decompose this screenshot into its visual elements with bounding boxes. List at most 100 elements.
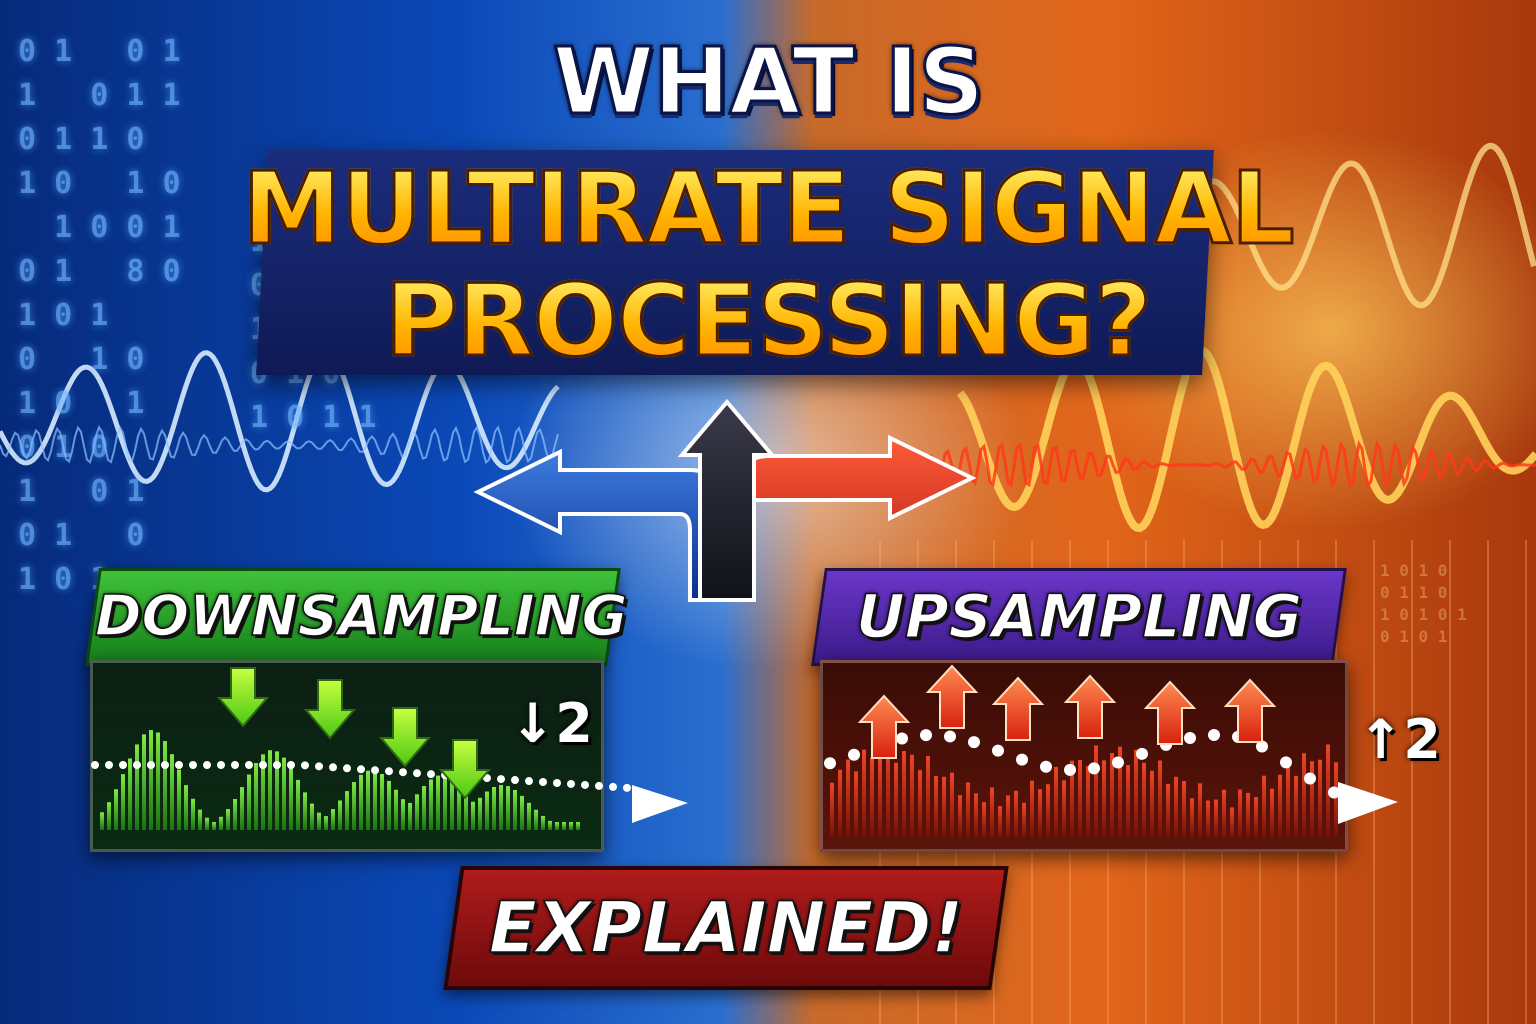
sample-dot [91, 761, 99, 769]
binary-digits-decoration: 0 1 0 1 1 0 1 1 0 1 1 0 1 0 1 0 1 0 0 1 … [18, 34, 181, 597]
sample-dot [189, 761, 197, 769]
signal-bar [1286, 765, 1290, 838]
sample-dot [525, 777, 533, 786]
signal-bar [1206, 800, 1210, 838]
signal-bar [170, 754, 174, 830]
signal-bar [942, 776, 946, 838]
signal-bar [492, 786, 496, 830]
sample-dot [133, 761, 141, 769]
signal-bar [394, 789, 398, 830]
sample-dot [385, 767, 393, 776]
signal-bar [226, 809, 230, 830]
sample-dot [273, 761, 281, 769]
signal-bar [450, 778, 454, 830]
signal-bar [205, 817, 209, 830]
signal-bar [352, 782, 356, 830]
signal-bar [1062, 780, 1066, 838]
signal-bar [121, 774, 125, 830]
signal-bar [1190, 798, 1194, 838]
signal-bar [163, 741, 167, 830]
signal-bar [429, 779, 433, 830]
arrow-up-icon [1143, 680, 1197, 745]
sample-dot [413, 769, 421, 778]
title-line-2: MULTIRATE SIGNAL [0, 149, 1536, 269]
signal-bar [1198, 783, 1202, 838]
signal-bar [387, 780, 391, 830]
sample-dot [343, 764, 351, 773]
signal-bar [1302, 753, 1306, 838]
time-axis-arrow [632, 785, 688, 823]
signal-bar [576, 822, 580, 830]
sample-dot [944, 730, 956, 743]
signal-bar [870, 757, 874, 838]
sample-dot [497, 775, 505, 784]
signal-bar [520, 795, 524, 830]
signal-bar [135, 744, 139, 830]
signal-bar [1150, 770, 1154, 838]
sample-dot [287, 761, 295, 769]
signal-bar [275, 751, 279, 830]
sample-dot [920, 729, 932, 742]
sample-dot [175, 761, 183, 769]
signal-bar [485, 791, 489, 830]
binary-digits-decoration-warm: 1 0 1 0 0 1 1 0 1 0 1 0 1 0 1 0 1 [1380, 561, 1467, 646]
arrow-down-icon [378, 707, 432, 768]
signal-bar [254, 762, 258, 830]
sample-dot [609, 782, 617, 791]
sample-dot [105, 761, 113, 769]
sample-dot [595, 781, 603, 790]
signal-bar [886, 743, 890, 838]
sample-dot [301, 761, 309, 770]
arrow-up-icon [1223, 678, 1277, 743]
signal-bar [1222, 789, 1226, 838]
title-line-1: WHAT IS [551, 27, 986, 137]
sample-dot [1280, 756, 1292, 769]
signal-bar [878, 758, 882, 838]
explained-banner: EXPLAINED! [443, 866, 1009, 990]
sample-dot [231, 761, 239, 769]
arrow-up-icon [925, 664, 979, 729]
signal-bar [982, 802, 986, 838]
sample-dot [896, 732, 908, 745]
sample-dot [119, 761, 127, 769]
signal-bar [401, 799, 405, 830]
signal-bar [247, 774, 251, 830]
signal-bar [1294, 775, 1298, 838]
signal-bar [1270, 788, 1274, 838]
signal-bar [1174, 776, 1178, 838]
signal-bar [142, 734, 146, 830]
signal-bar [282, 757, 286, 830]
signal-bar [268, 750, 272, 830]
sample-dot [968, 736, 980, 749]
signal-bar [366, 770, 370, 830]
sample-dot [553, 778, 561, 787]
signal-bar [1022, 802, 1026, 838]
sample-dot [371, 766, 379, 775]
signal-bar [1166, 783, 1170, 838]
signal-bar [233, 799, 237, 830]
sample-dot [1016, 753, 1028, 766]
signal-bar [1182, 781, 1186, 838]
signal-bar [1094, 745, 1098, 838]
signal-bar [1126, 765, 1130, 838]
signal-bar [219, 816, 223, 830]
sample-dot [1112, 756, 1124, 769]
signal-bar [548, 820, 552, 830]
sample-dot [1256, 740, 1268, 753]
signal-bar [289, 767, 293, 830]
sample-dot [147, 761, 155, 769]
signal-bar [156, 732, 160, 830]
signal-bar [422, 786, 426, 830]
sample-dot [399, 768, 407, 777]
signal-bar [1246, 792, 1250, 838]
signal-bar [569, 822, 573, 830]
signal-bar [1214, 799, 1218, 838]
signal-bar [1046, 784, 1050, 838]
signal-bar [562, 822, 566, 830]
arrow-up-icon [857, 694, 911, 759]
signal-bar [846, 759, 850, 838]
sample-dot [1040, 760, 1052, 773]
sample-dot [161, 761, 169, 769]
signal-bar [317, 812, 321, 830]
